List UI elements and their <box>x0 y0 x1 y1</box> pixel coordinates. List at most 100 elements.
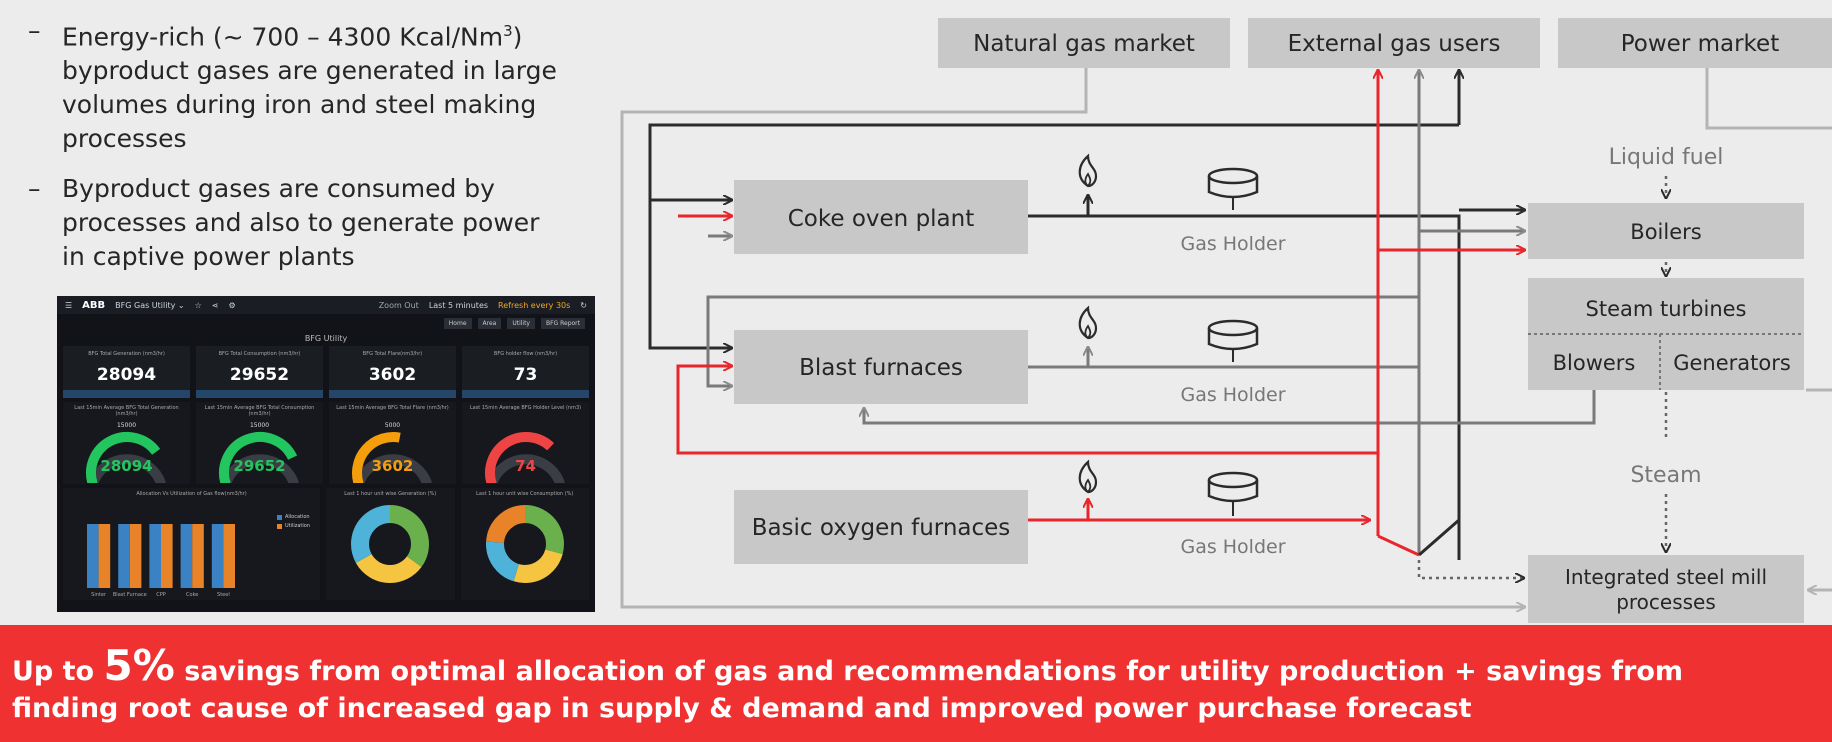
pie-title: Last 1 hour unit wise Consumption (%) <box>476 491 574 497</box>
utilization-bar <box>129 524 142 588</box>
sparkline <box>329 390 456 398</box>
gauge-value: 3602 <box>371 457 414 475</box>
bullet-dash: – <box>28 16 41 45</box>
gauge-label: Last 15min Average BFG Total Generation … <box>74 405 179 417</box>
menu-icon[interactable]: ☰ <box>65 300 73 310</box>
stat-value: 28094 <box>96 365 157 385</box>
gauge-arc <box>484 432 565 483</box>
utilization-bar <box>192 524 204 588</box>
allocation-bar <box>118 524 130 588</box>
steam-turbines-label: Steam turbines <box>1586 297 1747 321</box>
external-gas-users-box <box>1248 18 1540 68</box>
bullet-text: Energy-rich (~ 700 – 4300 Kcal/Nm <box>62 22 504 52</box>
donut-segment <box>485 505 564 583</box>
stat-panel: BFG holder flow (nm3/hr) 73 <box>462 346 589 398</box>
donut-segment <box>351 505 430 583</box>
home-button[interactable]: Home <box>443 317 472 329</box>
settings-icon[interactable]: ⚙ <box>228 300 236 310</box>
time-range[interactable]: Last 5 minutes <box>428 300 489 310</box>
allocation-bar <box>87 524 99 588</box>
stat-value: 29652 <box>229 365 290 385</box>
banner-text: finding root cause of increased gap in s… <box>12 693 1472 724</box>
area-button[interactable]: Area <box>477 317 502 329</box>
stat-label: BFG Total Generation (nm3/hr) <box>88 351 165 357</box>
stat-label: BFG holder flow (nm3/hr) <box>493 351 558 357</box>
category-label: Coke <box>186 592 198 598</box>
coke-gas-lines <box>648 70 1525 560</box>
gauge-panel: Last 15min Average BFG Total Flare (nm3/… <box>329 402 456 484</box>
steel-mill-label-1: Integrated steel mill <box>1565 565 1767 589</box>
bullet-item: – Energy-rich (~ 700 – 4300 Kcal/Nm3) by… <box>28 14 608 156</box>
gauge-fill <box>85 432 160 483</box>
bullet-text: Byproduct gases are consumed by <box>62 174 495 204</box>
bullet-list: – Energy-rich (~ 700 – 4300 Kcal/Nm3) by… <box>28 14 608 290</box>
gas-holder-icon <box>1207 471 1259 516</box>
legend-label: Utilization <box>284 523 310 529</box>
share-icon[interactable]: ⋖ <box>211 300 219 310</box>
donut-segment <box>351 505 430 583</box>
stat-value: 73 <box>513 365 538 385</box>
allocation-title: Allocation Vs Utilization of Gas flow(nm… <box>136 491 247 497</box>
gauge-track <box>87 454 166 483</box>
bof-label: Basic oxygen furnaces <box>752 515 1011 541</box>
gauge-fill <box>218 432 297 483</box>
sparkline <box>462 390 589 398</box>
star-icon[interactable]: ☆ <box>194 300 202 310</box>
stat-label: BFG Total Consumption (nm3/hr) <box>218 351 301 357</box>
gauge-track <box>220 454 299 483</box>
dashboard-menu[interactable]: BFG Gas Utility ⌄ <box>115 300 185 310</box>
gauge-track <box>353 454 432 483</box>
gauge-label: Last 15min Average BFG Total Consumption… <box>204 405 315 417</box>
banner-text: Up to <box>12 656 104 687</box>
gauge-arc <box>218 432 299 483</box>
gauge-label: Last 15min Average BFG Holder Level (nm3… <box>469 405 582 411</box>
gas-holder-icon <box>1207 319 1259 362</box>
steam-label: Steam <box>1630 463 1701 488</box>
zoom-out-button[interactable]: Zoom Out <box>378 300 419 310</box>
gas-holder-label: Gas Holder <box>1180 536 1285 558</box>
legend-item: Utilization <box>276 523 310 529</box>
coke-oven-box <box>734 180 1028 254</box>
category-label: Sinter <box>91 592 107 598</box>
gauge-arc <box>85 432 166 483</box>
gauge-panel: Last 15min Average BFG Holder Level (nm3… <box>462 402 589 484</box>
gas-holder-label: Gas Holder <box>1180 233 1285 255</box>
dashboard-topbar: ☰ ABB BFG Gas Utility ⌄ ☆ ⋖ ⚙ Zoom Out L… <box>57 296 595 314</box>
dashboard-title: BFG Utility <box>304 334 348 343</box>
consumption-donut <box>485 505 564 583</box>
gauge-value: 74 <box>515 457 536 475</box>
natural-gas-market-label: Natural gas market <box>973 31 1195 57</box>
bfg-report-button[interactable]: BFG Report <box>540 317 585 329</box>
refresh-icon[interactable]: ↻ <box>580 300 587 310</box>
stat-panel: BFG Total Flare(nm3/hr)3602 <box>329 346 456 398</box>
gauge-value: 29652 <box>233 457 286 475</box>
external-gas-users-label: External gas users <box>1288 31 1501 57</box>
natural-gas-market-box <box>938 18 1230 68</box>
bullet-text: byproduct gases are generated in large <box>62 56 557 86</box>
gas-holder-label: Gas Holder <box>1180 384 1285 406</box>
utilization-bar <box>223 524 235 588</box>
abb-logo: ABB <box>82 299 106 311</box>
utilization-bar <box>98 524 111 588</box>
steel-mill-box <box>1528 555 1804 623</box>
gauge-panel: Last 15min Average BFG Total Generation … <box>63 402 190 484</box>
sparkline <box>63 390 190 398</box>
boilers-label: Boilers <box>1630 220 1701 244</box>
gauge-fill <box>351 432 401 483</box>
power-market-box <box>1558 18 1832 68</box>
savings-banner: Up to 5% savings from optimal allocation… <box>0 625 1832 742</box>
stat-panel: BFG Total Consumption (nm3/hr) 29652 <box>196 346 323 398</box>
flame-icon <box>1078 153 1098 188</box>
consumption-pie-panel: Last 1 hour unit wise Consumption (%) <box>460 488 589 600</box>
banner-text: savings from optimal allocation of gas a… <box>174 656 1684 687</box>
utility-button[interactable]: Utility <box>507 317 535 329</box>
refresh-rate[interactable]: Refresh every 30s <box>498 300 571 310</box>
stat-panel: BFG Total Generation (nm3/hr) 28094 <box>63 346 190 398</box>
bullet-item: – Byproduct gases are consumed by proces… <box>28 172 608 274</box>
power-market-label: Power market <box>1621 31 1779 57</box>
dotted-flows <box>1417 176 1666 578</box>
gas-collector <box>1377 518 1460 557</box>
stat-value: 3602 <box>368 365 417 385</box>
gauge-max: 15000 <box>116 422 137 429</box>
